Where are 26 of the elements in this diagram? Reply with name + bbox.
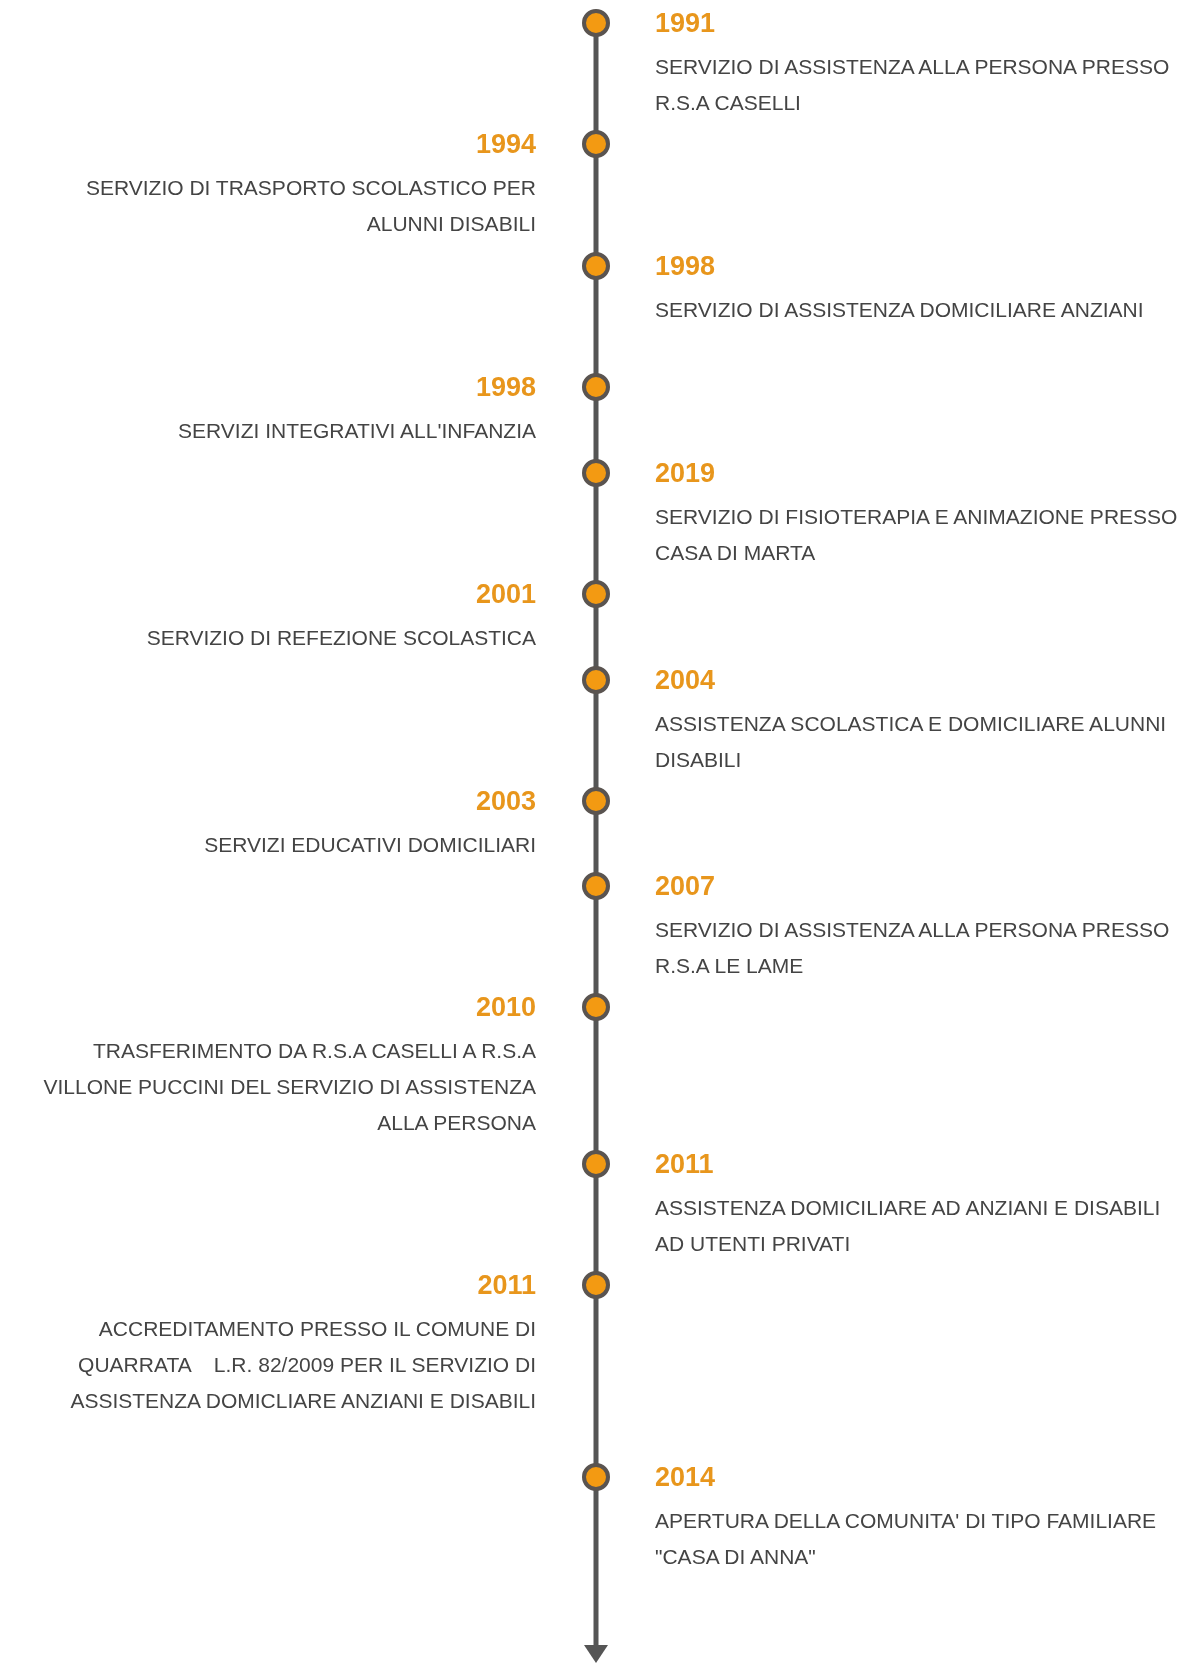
year-label: 2014 bbox=[655, 1461, 717, 1494]
event-description: TRASFERIMENTO DA R.S.A CASELLI A R.S.A VILLONE PUCCINI DEL SERVIZIO DI ASSISTENZA ALLA PERSONA bbox=[42, 1038, 536, 1136]
event-description: SERVIZIO DI ASSISTENZA DOMICILIARE ANZIANI bbox=[655, 297, 1145, 323]
year-label: 2011 bbox=[655, 1148, 715, 1181]
event-description: APERTURA DELLA COMUNITA' DI TIPO FAMILIARE "CASA DI ANNA" bbox=[655, 1508, 1158, 1570]
event-description: SERVIZI EDUCATIVI DOMICILIARI bbox=[203, 832, 536, 858]
event-description: ASSISTENZA SCOLASTICA E DOMICILIARE ALUNNI DISABILI bbox=[655, 711, 1168, 773]
event-description: SERVIZIO DI REFEZIONE SCOLASTICA bbox=[145, 625, 536, 651]
event-description: SERVIZIO DI FISIOTERAPIA E ANIMAZIONE PRESSO CASA DI MARTA bbox=[655, 504, 1179, 566]
year-label: 2003 bbox=[474, 785, 536, 818]
year-label: 2001 bbox=[474, 578, 536, 611]
year-label: 2011 bbox=[476, 1269, 536, 1302]
year-label: 1998 bbox=[655, 250, 717, 283]
year-label: 1991 bbox=[655, 7, 717, 40]
event-description: SERVIZI INTEGRATIVI ALL'INFANZIA bbox=[177, 418, 536, 444]
event-description: SERVIZIO DI TRASPORTO SCOLASTICO PER ALUNNI DISABILI bbox=[84, 175, 536, 237]
event-description: SERVIZIO DI ASSISTENZA ALLA PERSONA PRESSO R.S.A CASELLI bbox=[655, 54, 1171, 116]
year-label: 2019 bbox=[655, 457, 717, 490]
event-description: SERVIZIO DI ASSISTENZA ALLA PERSONA PRESSO R.S.A LE LAME bbox=[655, 917, 1171, 979]
year-label: 1998 bbox=[474, 371, 536, 404]
event-description: ASSISTENZA DOMICILIARE AD ANZIANI E DISABILI AD UTENTI PRIVATI bbox=[655, 1195, 1162, 1257]
event-description: ACCREDITAMENTO PRESSO IL COMUNE DI QUARRATA L.R. 82/2009 PER IL SERVIZIO DI ASSISTENZA DOMICLIARE ANZIANI E DISABILI bbox=[69, 1316, 536, 1414]
year-label: 1994 bbox=[474, 128, 536, 161]
year-label: 2010 bbox=[474, 991, 536, 1024]
year-label: 2004 bbox=[655, 664, 717, 697]
year-label: 2007 bbox=[655, 870, 717, 903]
